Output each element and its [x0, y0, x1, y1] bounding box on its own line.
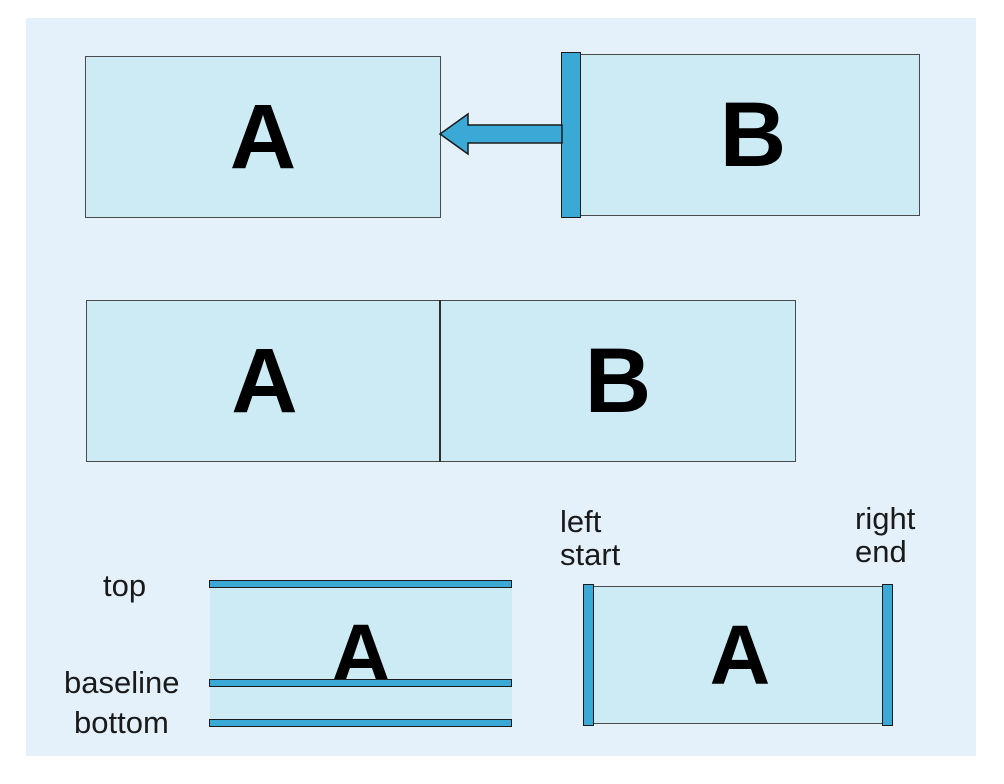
middle-box-b: B — [440, 300, 796, 462]
bottom-guide-line — [209, 719, 512, 727]
right-end-label: right end — [855, 501, 916, 569]
top-box-b: B — [562, 54, 920, 216]
middle-boxes-divider — [439, 300, 441, 462]
top-box-b-letter: B — [719, 84, 787, 186]
top-box-a: A — [85, 56, 441, 218]
left-start-guide-line — [583, 584, 594, 726]
baseline-guide-line — [209, 679, 512, 687]
baseline-label: baseline — [64, 665, 180, 700]
left-start-label: left start — [560, 504, 621, 572]
bottom-label: bottom — [74, 705, 169, 740]
vertical-align-box: A — [210, 584, 512, 726]
top-label: top — [103, 568, 147, 603]
top-guide-line — [209, 580, 512, 588]
top-box-b-left-edge-bar — [561, 52, 581, 218]
middle-box-a: A — [86, 300, 443, 462]
middle-box-b-letter: B — [584, 330, 652, 432]
horizontal-align-letter: A — [709, 608, 771, 702]
middle-box-a-letter: A — [231, 330, 298, 432]
top-box-a-letter: A — [229, 86, 297, 188]
diagram-canvas: A B A B A top baseline bottom A left sta… — [26, 18, 976, 756]
right-end-guide-line — [882, 584, 893, 726]
horizontal-align-box: A — [589, 586, 891, 724]
left-arrow-icon — [438, 112, 563, 156]
